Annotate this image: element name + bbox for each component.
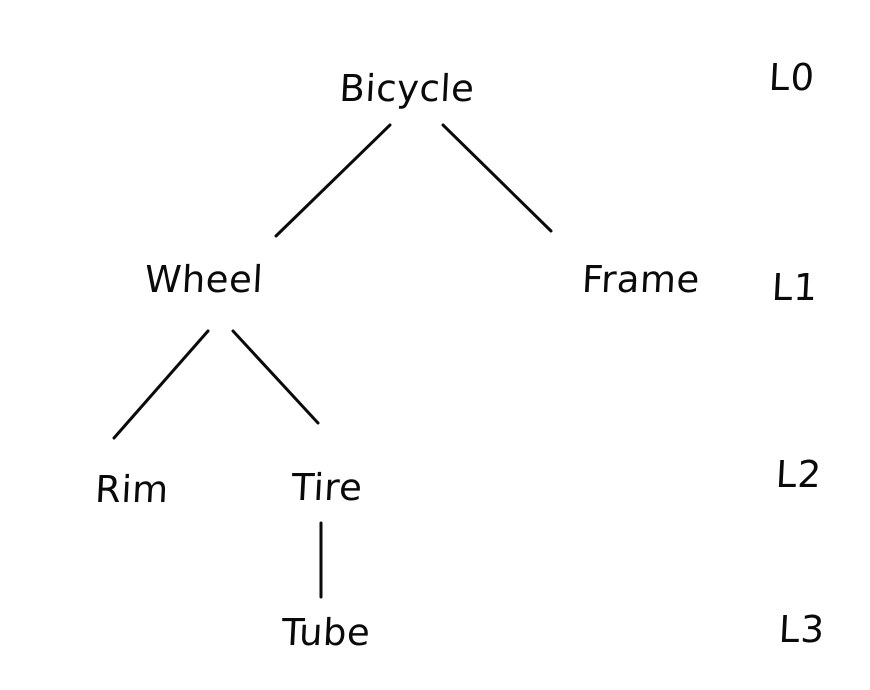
level-label-l3: L3 [777, 608, 827, 651]
node-frame: Frame [580, 258, 701, 301]
edge-wheel-to-rim [112, 329, 210, 440]
node-rim: Rim [94, 468, 170, 511]
level-label-l0: L0 [767, 56, 817, 99]
edge-bicycle-to-frame [441, 123, 553, 233]
node-bicycle: Bicycle [338, 67, 476, 110]
level-label-l1: L1 [770, 266, 820, 309]
edge-bicycle-to-wheel [274, 123, 392, 238]
edge-wheel-to-tire [231, 329, 320, 425]
node-wheel: Wheel [143, 258, 265, 301]
node-tube: Tube [280, 611, 372, 654]
node-tire: Tire [290, 466, 364, 509]
level-label-l2: L2 [774, 453, 824, 496]
